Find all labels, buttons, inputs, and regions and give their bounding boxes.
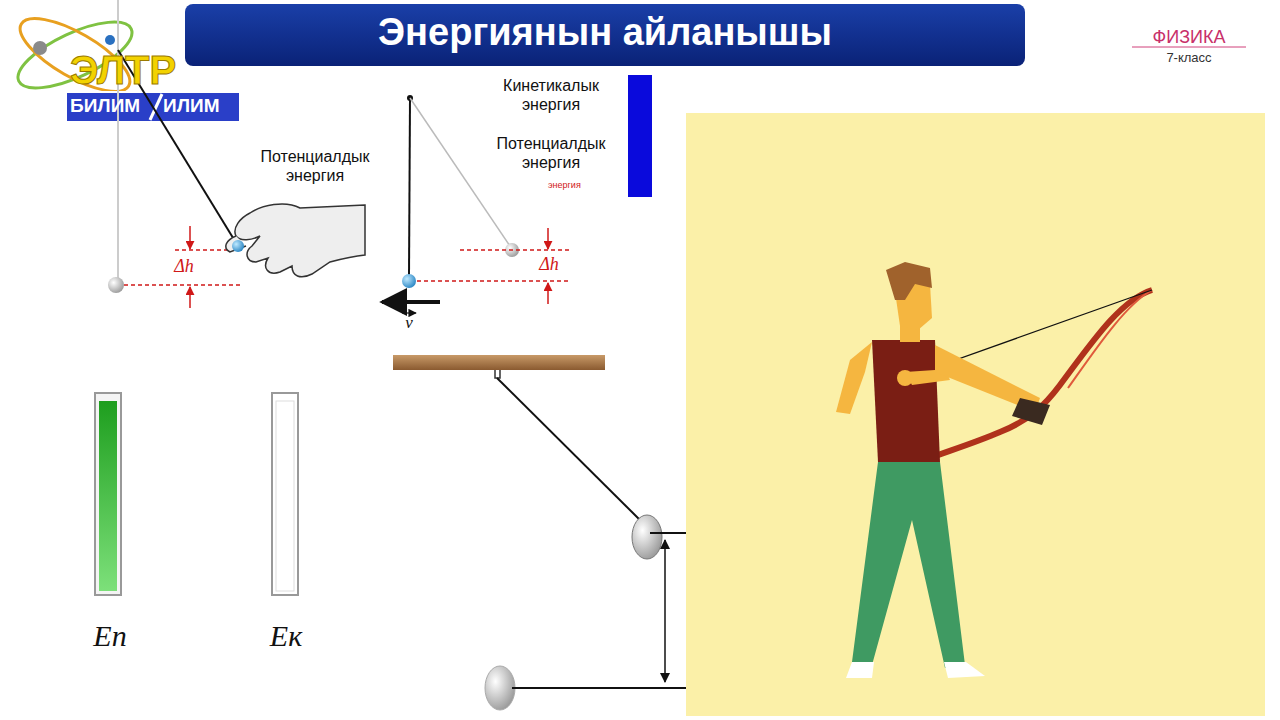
logo-wordmark: ЭЛТР bbox=[70, 46, 240, 94]
pendulum-middle bbox=[382, 95, 570, 313]
logo bbox=[10, 5, 240, 122]
energy-label: Кинетикалык энергия bbox=[480, 76, 622, 114]
logo-word: БИЛИМ bbox=[70, 95, 150, 118]
faint-label: энергия bbox=[548, 180, 608, 191]
archer bbox=[836, 262, 1152, 678]
logo-word: ИЛИМ bbox=[163, 95, 238, 118]
energy-label: Потенциалдык энергия bbox=[240, 147, 390, 185]
velocity-symbol: v bbox=[399, 313, 419, 333]
energy-meters bbox=[95, 393, 298, 595]
height-difference: Δh bbox=[163, 256, 205, 278]
archer-panel bbox=[686, 113, 1265, 716]
subject-name: ФИЗИКА bbox=[1132, 27, 1246, 49]
pendulum-beam bbox=[393, 355, 690, 710]
energy-symbol: Eп bbox=[80, 618, 140, 654]
pendulum-left bbox=[108, 0, 240, 308]
height-difference: Δh bbox=[532, 254, 566, 276]
energy-symbol: Eк bbox=[256, 618, 316, 654]
kinetic-bar bbox=[628, 75, 652, 197]
energy-label: Потенциалдык энергия bbox=[480, 134, 622, 172]
grade-label: 7-класс bbox=[1132, 50, 1246, 66]
title-banner bbox=[185, 4, 1025, 66]
title: Энергиянын айланышы bbox=[185, 10, 1025, 56]
hand bbox=[226, 204, 365, 277]
